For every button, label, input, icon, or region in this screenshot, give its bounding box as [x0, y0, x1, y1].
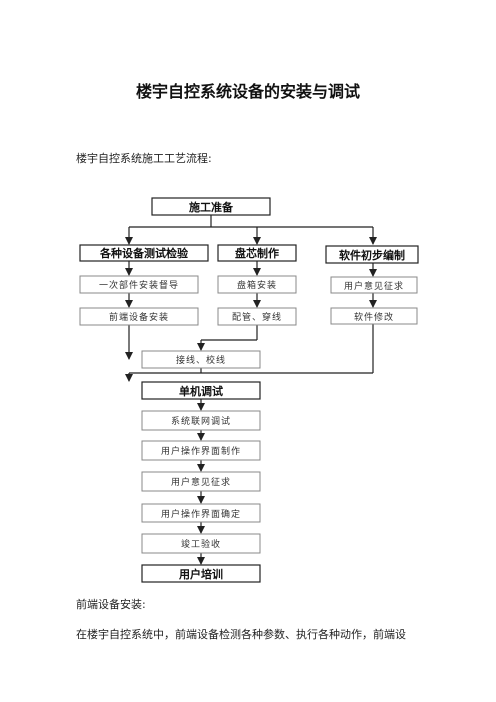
step-component-supervision-label: 一次部件安装督导 — [99, 279, 179, 291]
step-conduit-wiring: 配管、穿线 — [217, 307, 297, 326]
step-frontend-install: 前端设备安装 — [79, 307, 199, 326]
step-frontend-install-label: 前端设备安装 — [109, 311, 169, 323]
step-user-feedback-2-label: 用户意见征求 — [171, 476, 231, 488]
flow-connectors — [125, 215, 377, 565]
step-cabinet-install-label: 盘箱安装 — [237, 279, 277, 291]
step-acceptance: 竣工验收 — [141, 533, 261, 554]
step-network-test: 系统联网调试 — [141, 410, 261, 431]
step-user-feedback-1: 用户意见征求 — [330, 276, 418, 294]
body-paragraph: 在楼宇自控系统中，前端设备检测各种参数、执行各种动作，前端设 — [76, 628, 406, 641]
flow-intro-text: 楼宇自控系统施工工艺流程: — [76, 152, 212, 165]
step-ui-creation: 用户操作界面制作 — [141, 440, 261, 461]
step-user-training: 用户培训 — [141, 564, 261, 583]
step-wiring-check: 接线、校线 — [141, 350, 261, 369]
step-equipment-inspection: 各种设备测试检验 — [79, 244, 209, 262]
step-network-test-label: 系统联网调试 — [171, 415, 231, 427]
step-software-draft: 软件初步编制 — [325, 245, 419, 264]
step-user-training-label: 用户培训 — [179, 567, 223, 581]
step-software-revision-label: 软件修改 — [354, 311, 394, 323]
document-title: 楼宇自控系统设备的安装与调试 — [135, 82, 360, 101]
step-panel-fabrication-label: 盘芯制作 — [235, 246, 279, 260]
step-panel-fabrication: 盘芯制作 — [217, 244, 297, 262]
step-cabinet-install: 盘箱安装 — [217, 275, 297, 294]
step-conduit-wiring-label: 配管、穿线 — [232, 311, 282, 323]
step-unit-test: 单机调试 — [141, 381, 261, 400]
step-user-feedback-2: 用户意见征求 — [141, 471, 261, 492]
step-acceptance-label: 竣工验收 — [181, 538, 221, 550]
step-component-supervision: 一次部件安装督导 — [79, 275, 199, 294]
step-equipment-inspection-label: 各种设备测试检验 — [99, 246, 189, 260]
step-ui-confirm: 用户操作界面确定 — [141, 503, 261, 523]
step-ui-creation-label: 用户操作界面制作 — [161, 445, 241, 457]
step-wiring-check-label: 接线、校线 — [176, 354, 226, 366]
step-user-feedback-1-label: 用户意见征求 — [344, 280, 404, 292]
step-software-draft-label: 软件初步编制 — [339, 248, 405, 262]
step-software-revision: 软件修改 — [330, 307, 418, 325]
section-heading: 前端设备安装: — [76, 598, 146, 611]
step-ui-confirm-label: 用户操作界面确定 — [161, 508, 241, 520]
step-unit-test-label: 单机调试 — [179, 384, 223, 398]
step-preparation-label: 施工准备 — [189, 200, 234, 214]
step-preparation: 施工准备 — [151, 197, 271, 216]
